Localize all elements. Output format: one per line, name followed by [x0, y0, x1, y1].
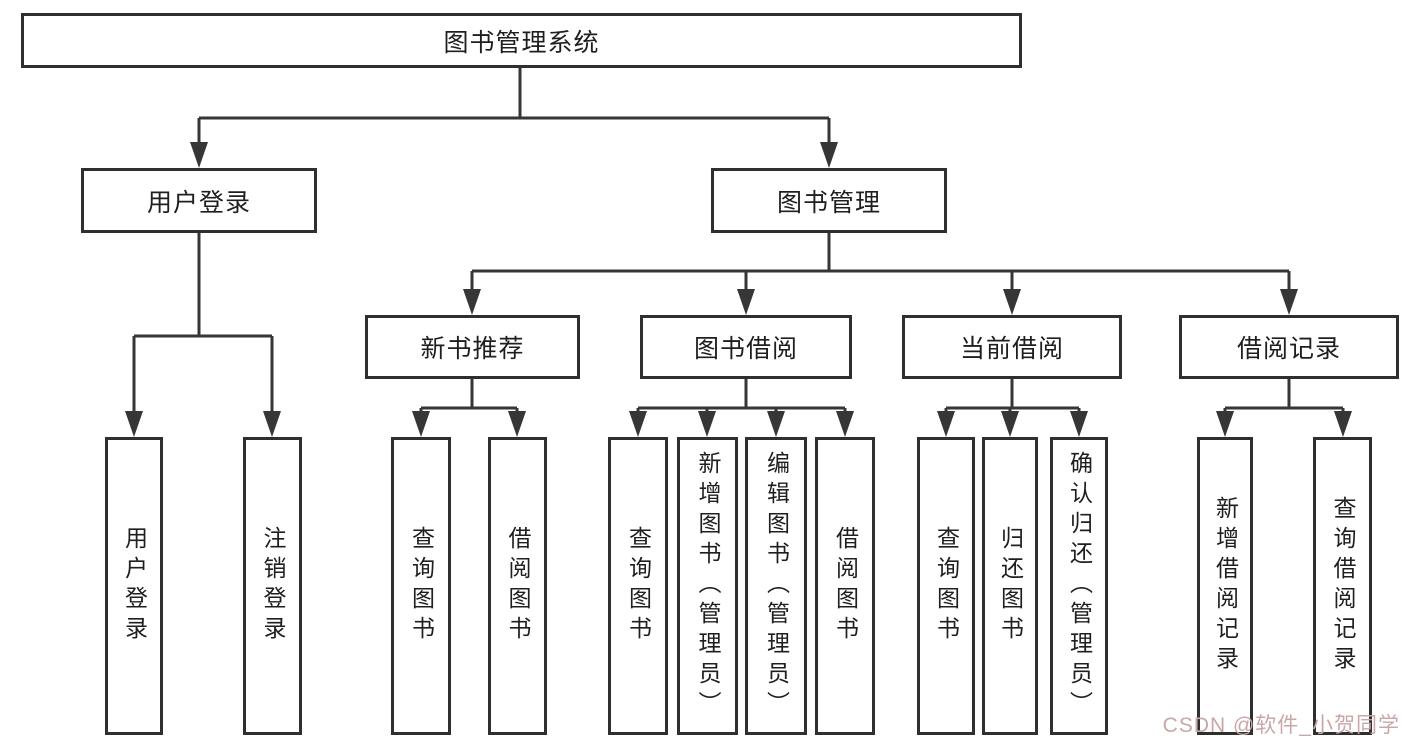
leaf-label: 查询图书 — [408, 526, 435, 646]
leaf-records-query-record: 查询借阅记录 — [1313, 437, 1372, 735]
leaf-user-login: 用户登录 — [105, 437, 163, 735]
leaf-label: 查询图书 — [933, 526, 960, 646]
node-book-management: 图书管理 — [711, 168, 947, 233]
leaf-recommend-borrow-books: 借阅图书 — [488, 437, 547, 735]
node-book-borrow: 图书借阅 — [640, 315, 852, 379]
leaf-borrow-edit-books: 编辑图书（管理员） — [745, 437, 807, 735]
node-label: 当前借阅 — [959, 335, 1064, 363]
node-label: 图书管理系统 — [443, 28, 600, 57]
leaf-label: 用户登录 — [121, 526, 148, 646]
leaf-borrow-add-books: 新增图书（管理员） — [677, 437, 738, 735]
leaf-label: 借阅图书 — [832, 526, 859, 646]
leaf-records-add-record: 新增借阅记录 — [1197, 437, 1253, 735]
node-label: 借阅记录 — [1236, 335, 1341, 363]
leaf-current-query-books: 查询图书 — [917, 437, 975, 735]
node-user-login: 用户登录 — [81, 168, 317, 233]
leaf-label: 确认归还（管理员） — [1066, 451, 1093, 721]
node-new-book-recommend: 新书推荐 — [365, 315, 580, 379]
node-current-borrow: 当前借阅 — [902, 315, 1122, 379]
leaf-current-confirm-return: 确认归还（管理员） — [1050, 437, 1108, 735]
leaf-label: 注销登录 — [260, 526, 286, 646]
node-borrow-records: 借阅记录 — [1179, 315, 1399, 379]
node-label: 用户登录 — [146, 188, 251, 217]
leaf-label: 查询借阅记录 — [1330, 496, 1356, 676]
leaf-borrow-borrow-books: 借阅图书 — [815, 437, 875, 735]
node-label: 新书推荐 — [420, 335, 525, 363]
leaf-label: 新增图书（管理员） — [695, 451, 721, 721]
leaf-label: 编辑图书（管理员） — [763, 451, 790, 721]
leaf-current-return-books: 归还图书 — [982, 437, 1038, 735]
leaf-recommend-query-books: 查询图书 — [391, 437, 451, 735]
leaf-label: 新增借阅记录 — [1212, 496, 1239, 676]
leaf-label: 归还图书 — [997, 526, 1024, 646]
leaf-logout: 注销登录 — [243, 437, 302, 735]
leaf-label: 查询图书 — [625, 526, 652, 646]
node-label: 图书借阅 — [693, 335, 798, 363]
node-root: 图书管理系统 — [21, 13, 1022, 68]
leaf-borrow-query-books: 查询图书 — [608, 437, 668, 735]
leaf-label: 借阅图书 — [505, 526, 531, 646]
csdn-watermark: CSDN @软件_小贺同学 — [1162, 714, 1400, 737]
node-label: 图书管理 — [776, 188, 881, 217]
